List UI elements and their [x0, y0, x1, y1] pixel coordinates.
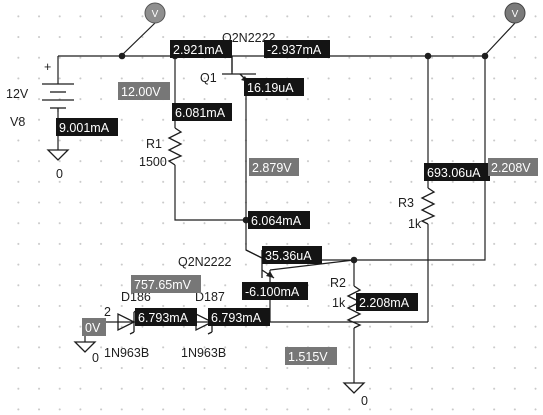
q1-name-label: Q1 — [200, 71, 217, 85]
r1-name-label: R1 — [146, 137, 162, 151]
ground-left-label: 0 — [56, 167, 63, 181]
ground-bottom-right — [342, 382, 366, 394]
q1-model-label: Q2N2222 — [222, 31, 276, 45]
readout-text: 2.879V — [252, 161, 292, 175]
readout-ground-voltage: 0V — [82, 318, 106, 336]
r3-value-label: 1k — [408, 217, 422, 231]
readout-source-current: 9.001mA — [56, 118, 118, 136]
readout-text: 0V — [85, 321, 101, 335]
readout-text: 2.208mA — [359, 296, 410, 310]
resistor-r1[interactable] — [167, 127, 183, 166]
readout-text: 1.515V — [288, 350, 328, 364]
readout-q2-base-current: 35.36uA — [262, 246, 322, 264]
readout-text: 35.36uA — [265, 249, 312, 263]
d187-name-label: D187 — [195, 290, 225, 304]
readout-d187-current: 6.793mA — [208, 308, 270, 326]
readout-d186-current: 6.793mA — [135, 308, 197, 326]
readout-node-voltage-b: 2.208V — [488, 158, 538, 176]
voltage-probe-right[interactable]: V — [504, 2, 526, 24]
probe-left-letter: V — [152, 9, 159, 20]
readout-text: -2.937mA — [267, 43, 322, 57]
wires — [57, 22, 516, 383]
readout-text: 6.793mA — [211, 311, 262, 325]
battery-v8[interactable] — [42, 83, 74, 112]
q2-model-label: Q2N2222 — [178, 255, 232, 269]
readout-text: 12.00V — [121, 85, 161, 99]
r3-name-label: R3 — [398, 196, 414, 210]
readout-junction-current: 6.064mA — [248, 211, 310, 229]
readout-text: 2.208V — [491, 161, 531, 175]
r2-name-label: R2 — [330, 276, 346, 290]
r2-value-label: 1k — [332, 296, 346, 310]
ground-bottom-right-label: 0 — [361, 394, 368, 408]
resistor-r3[interactable] — [420, 187, 436, 225]
readout-text: 16.19uA — [247, 81, 294, 95]
d186-name-label: D186 — [121, 290, 151, 304]
readout-r2-current: 2.208mA — [356, 293, 418, 311]
readout-text: 9.001mA — [59, 121, 110, 135]
readout-zener-voltage: 757.65mV — [131, 275, 201, 293]
readout-q1-base-current: 2.921mA — [170, 40, 232, 58]
readout-text: -6.100mA — [245, 285, 300, 299]
readout-text: 6.081mA — [175, 106, 226, 120]
d186-model-label: 1N963B — [104, 346, 149, 360]
readout-text: 6.793mA — [138, 311, 189, 325]
readout-node-voltage-c: 1.515V — [285, 347, 337, 365]
readout-text: 6.064mA — [251, 214, 302, 228]
readout-supply-voltage: 12.00V — [118, 82, 170, 100]
readout-text: 2.921mA — [173, 43, 224, 57]
voltage-probe-left[interactable]: V — [144, 2, 166, 24]
d187-model-label: 1N963B — [181, 346, 226, 360]
ground-bottom-left — [73, 341, 97, 353]
zener-pin-label: 2 — [104, 305, 111, 319]
readout-q1-emitter-current: -2.937mA — [264, 40, 330, 58]
battery-name-label: V8 — [10, 115, 25, 129]
ground-left — [46, 149, 70, 161]
readout-node-voltage-a: 2.879V — [249, 158, 299, 176]
battery-plus-sign: + — [44, 60, 51, 74]
resistor-r2[interactable] — [346, 285, 362, 329]
r1-value-label: 1500 — [139, 155, 167, 169]
readout-text: 693.06uA — [427, 166, 481, 180]
ground-bottom-left-label: 0 — [92, 351, 99, 365]
readout-text: 757.65mV — [134, 278, 192, 292]
readout-r1-current: 6.081mA — [172, 103, 232, 121]
probe-right-letter: V — [512, 9, 519, 20]
readout-q2-emitter-current: -6.100mA — [242, 282, 308, 300]
battery-value-label: 12V — [6, 87, 29, 101]
readout-r3-current: 693.06uA — [424, 163, 490, 181]
readout-q1-base-small: 16.19uA — [244, 78, 304, 96]
